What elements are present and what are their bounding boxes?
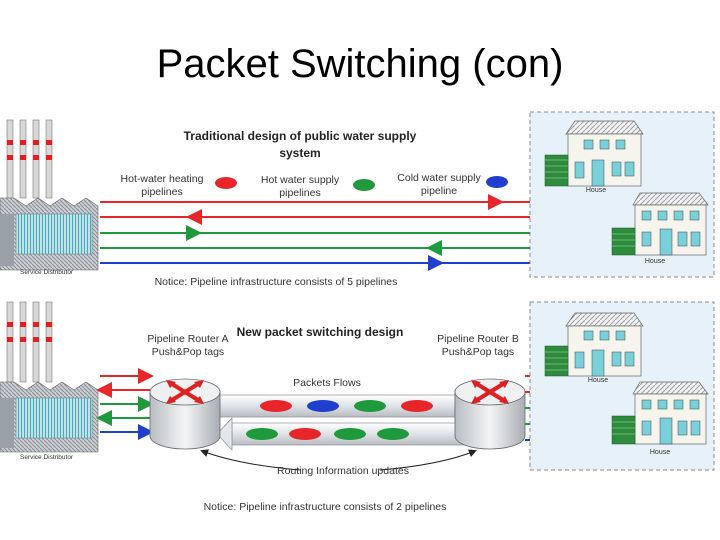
packet-flow-tubes bbox=[214, 389, 471, 451]
house-label-bottom-1: House bbox=[588, 377, 608, 384]
pipes-plant-to-router-a bbox=[96, 368, 154, 440]
house-label-bottom-2: House bbox=[650, 449, 670, 456]
legend-blue-swatch bbox=[486, 176, 508, 188]
routing-updates-label: Routing Information updates bbox=[277, 465, 409, 477]
packet-red-3 bbox=[289, 428, 321, 440]
packet-switching-heading: New packet switching design bbox=[237, 325, 404, 339]
traditional-heading-line2: system bbox=[279, 146, 320, 160]
slide-title: Packet Switching (con) bbox=[156, 42, 564, 86]
routing-updates-arrows bbox=[200, 449, 477, 471]
house-top-1 bbox=[544, 120, 644, 187]
packet-green-2 bbox=[246, 428, 278, 440]
router-a-label: Pipeline Router A bbox=[147, 333, 228, 345]
packet-red-2 bbox=[401, 400, 433, 412]
packet-green-3 bbox=[334, 428, 366, 440]
notice-bottom: Notice: Pipeline infrastructure consists… bbox=[204, 501, 447, 513]
legend-hot-supply-label-line2: pipelines bbox=[279, 187, 320, 199]
legend-red-swatch bbox=[215, 177, 237, 189]
house-bottom-2 bbox=[611, 381, 709, 445]
service-distributor-plant-top bbox=[0, 119, 99, 271]
routing-arrow-to-a bbox=[200, 449, 301, 471]
router-a bbox=[149, 378, 221, 450]
smokestacks bbox=[6, 119, 53, 199]
packet-green-1 bbox=[354, 400, 386, 412]
legend-cold-supply-label: Cold water supply bbox=[397, 172, 481, 184]
packet-tube-backward-head bbox=[216, 417, 233, 451]
legend-hot-heating-label: Hot-water heating bbox=[121, 173, 204, 185]
traditional-design-panel: Service Distributor Traditional design o… bbox=[0, 111, 715, 288]
router-a-tags-label: Push&Pop tags bbox=[152, 346, 224, 358]
distributor-label-bottom: Service Distributor bbox=[20, 454, 74, 461]
notice-top: Notice: Pipeline infrastructure consists… bbox=[155, 276, 398, 288]
legend-cold-supply-label-line2: pipeline bbox=[421, 185, 457, 197]
house-label-top-1: House bbox=[586, 187, 606, 194]
router-b-label: Pipeline Router B bbox=[437, 333, 519, 345]
packet-green-4 bbox=[377, 428, 409, 440]
pipelines-top bbox=[100, 183, 604, 271]
packet-blue-1 bbox=[307, 400, 339, 412]
router-b-arrows-icon bbox=[471, 380, 509, 404]
house-label-top-2: House bbox=[645, 258, 665, 265]
legend-hot-heating-label-line2: pipelines bbox=[141, 186, 182, 198]
router-a-arrows-icon bbox=[166, 380, 204, 404]
router-b bbox=[454, 378, 526, 450]
house-top-2 bbox=[611, 192, 709, 256]
service-distributor-plant-bottom bbox=[0, 301, 99, 453]
routing-arrow-to-b bbox=[379, 449, 477, 471]
packet-red-1 bbox=[260, 400, 292, 412]
legend-hot-supply-label: Hot water supply bbox=[261, 174, 340, 186]
legend-green-swatch bbox=[353, 179, 375, 191]
traditional-heading: Traditional design of public water suppl… bbox=[184, 129, 417, 143]
distributor-label-top: Service Distributor bbox=[20, 269, 74, 276]
router-b-tags-label: Push&Pop tags bbox=[442, 346, 514, 358]
pipeline-legend: Hot-water heating pipelines Hot water su… bbox=[121, 172, 508, 199]
packet-switching-panel: Service Distributor New packet switching… bbox=[0, 301, 715, 513]
house-bottom-1 bbox=[544, 312, 644, 377]
packets-flows-label: Packets Flows bbox=[293, 377, 361, 389]
